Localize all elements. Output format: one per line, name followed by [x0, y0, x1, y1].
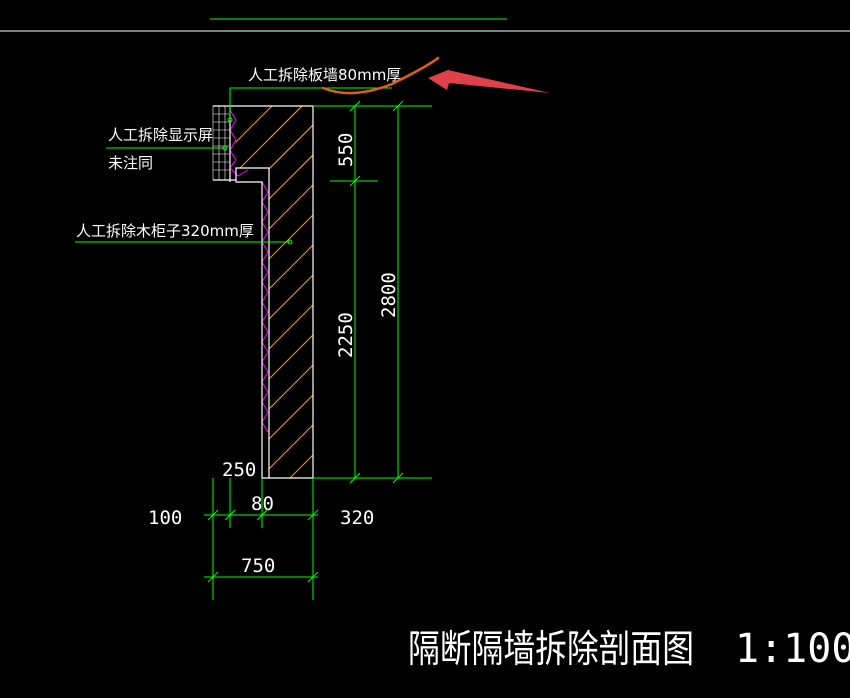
leader-lines	[75, 87, 392, 245]
label-display-screen-note: 未注同	[108, 154, 153, 172]
dim-column-width: 320	[340, 507, 374, 529]
dim-total-width: 750	[241, 555, 275, 577]
horizontal-dimensions	[204, 478, 319, 600]
panel-pattern	[261, 181, 269, 433]
label-display-screen: 人工拆除显示屏	[108, 126, 213, 144]
dim-base-offset: 250	[222, 459, 256, 481]
upper-hatch	[236, 106, 313, 168]
drawing-title: 隔断隔墙拆除剖面图	[408, 627, 694, 671]
drawing-scale: 1:100	[735, 626, 850, 672]
dim-overall-height: 2800	[378, 272, 400, 318]
dim-panel-width: 80	[251, 493, 274, 515]
vertical-dimensions	[313, 100, 432, 484]
label-panel-wall: 人工拆除板墙80mm厚	[248, 66, 401, 84]
dim-middle-segment: 2250	[335, 312, 357, 358]
markup-arrow	[428, 70, 550, 93]
display-screen-block	[212, 105, 231, 181]
upper-panel-pattern	[229, 109, 249, 177]
markup-underline	[321, 56, 440, 95]
label-wood-column: 人工拆除木柜子320mm厚	[76, 222, 254, 240]
dim-top-segment: 550	[335, 133, 357, 167]
wall-outline	[213, 105, 314, 479]
dim-left-width: 100	[148, 507, 182, 529]
